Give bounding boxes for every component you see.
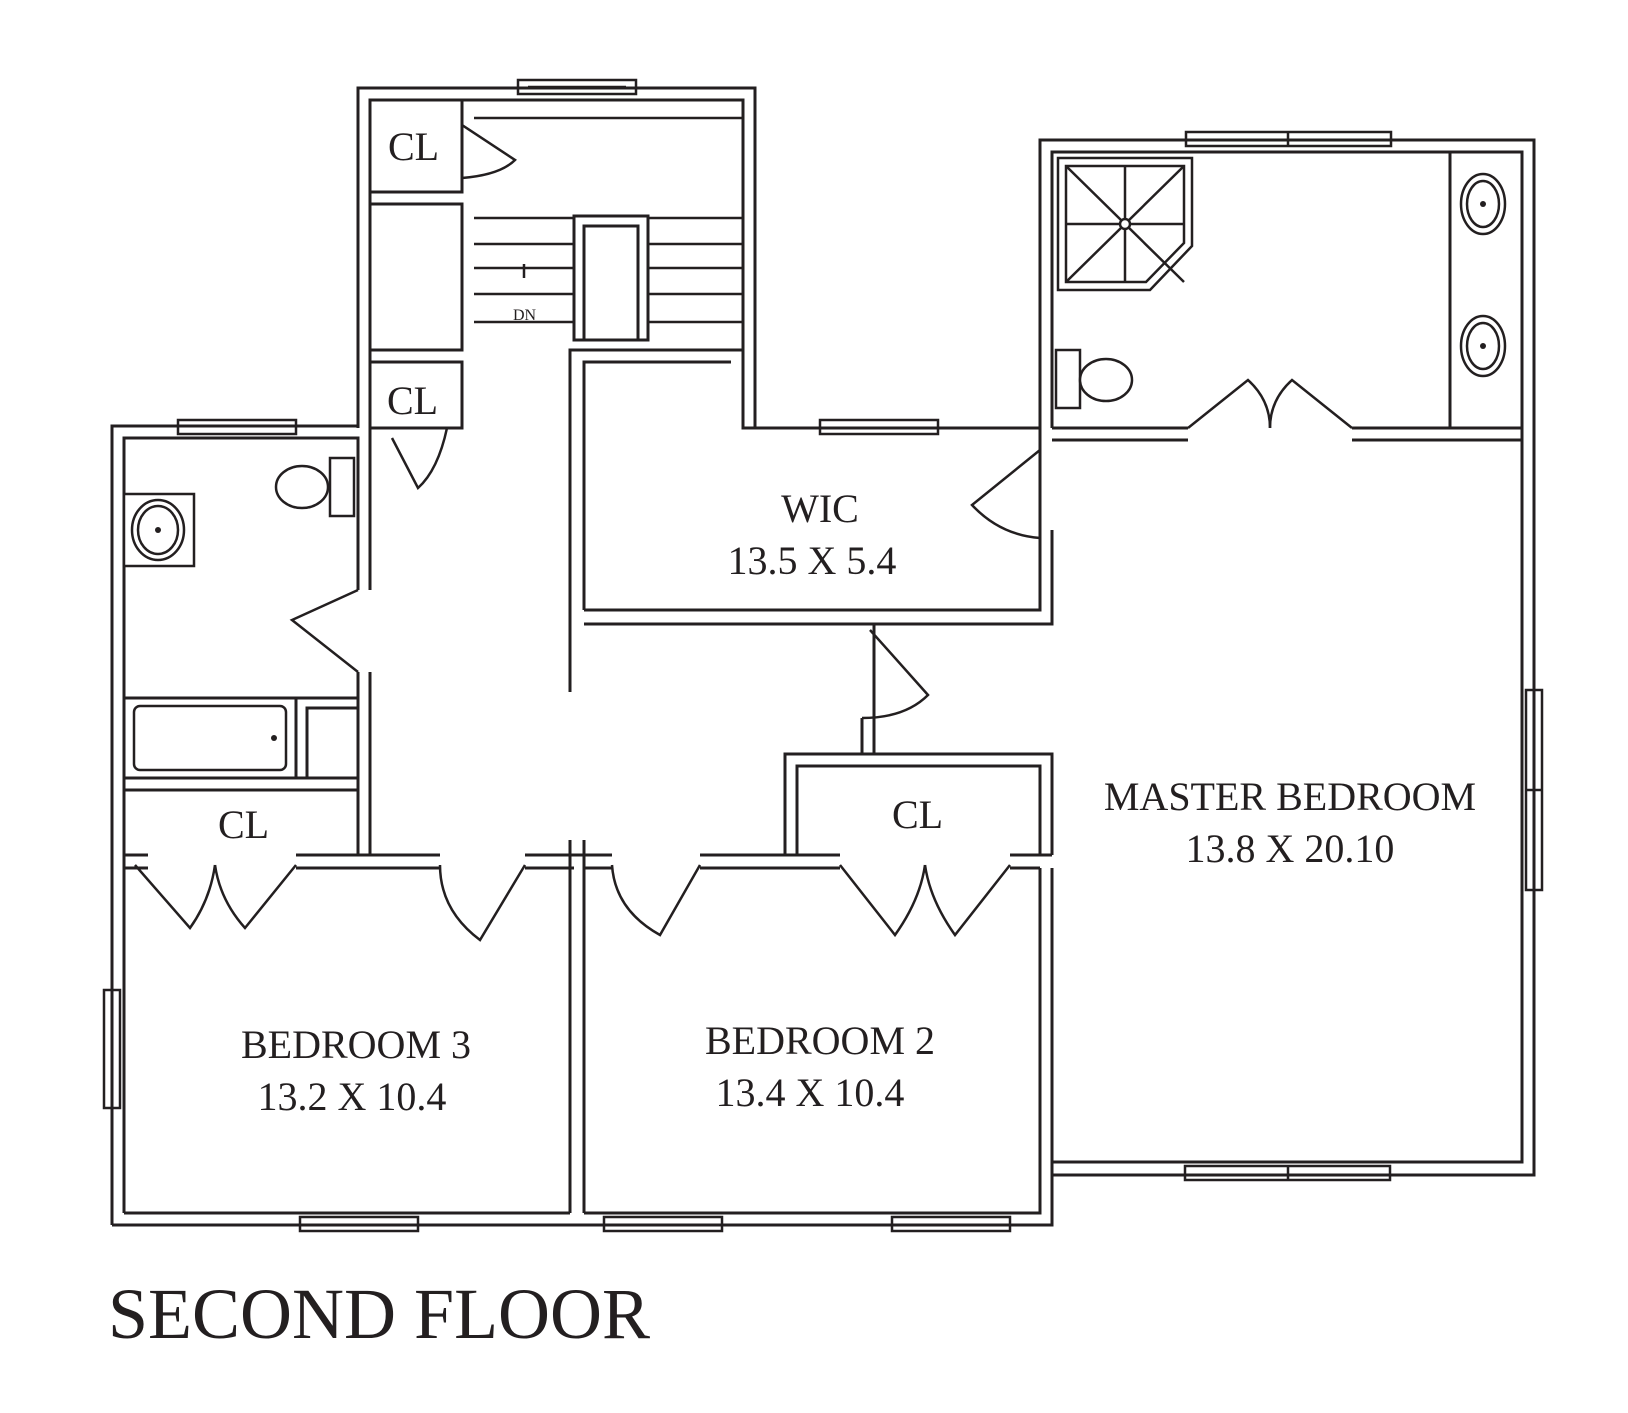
left-bath xyxy=(110,418,372,1225)
wic-label: WIC xyxy=(781,486,859,531)
bedroom-2-dimensions: 13.4 X 10.4 xyxy=(716,1070,905,1115)
closet-label-bedroom-3: CL xyxy=(218,802,269,847)
closet-label-bedroom-2: CL xyxy=(892,792,943,837)
master-bedroom-label: MASTER BEDROOM xyxy=(1104,774,1476,819)
closet-label-mid: CL xyxy=(387,378,438,423)
stair-down-label: DN xyxy=(513,307,537,324)
bedroom-2-label: BEDROOM 2 xyxy=(705,1018,935,1063)
stair-block-walls xyxy=(356,78,757,491)
bedroom-3-label: BEDROOM 3 xyxy=(241,1022,471,1067)
wic-dimensions: 13.5 X 5.4 xyxy=(728,538,897,583)
bedroom-3-walls xyxy=(102,853,1054,1233)
closet-label-top: CL xyxy=(388,124,439,169)
wic-walls xyxy=(568,348,1054,720)
bedroom-2-walls xyxy=(568,624,1054,1233)
master-bedroom-dimensions: 13.8 X 20.10 xyxy=(1186,826,1395,871)
staircase: DN xyxy=(474,116,743,342)
bedroom-3-dimensions: 13.2 X 10.4 xyxy=(258,1074,447,1119)
floor-title: SECOND FLOOR xyxy=(108,1274,650,1354)
master-suite-walls xyxy=(1038,130,1544,1182)
